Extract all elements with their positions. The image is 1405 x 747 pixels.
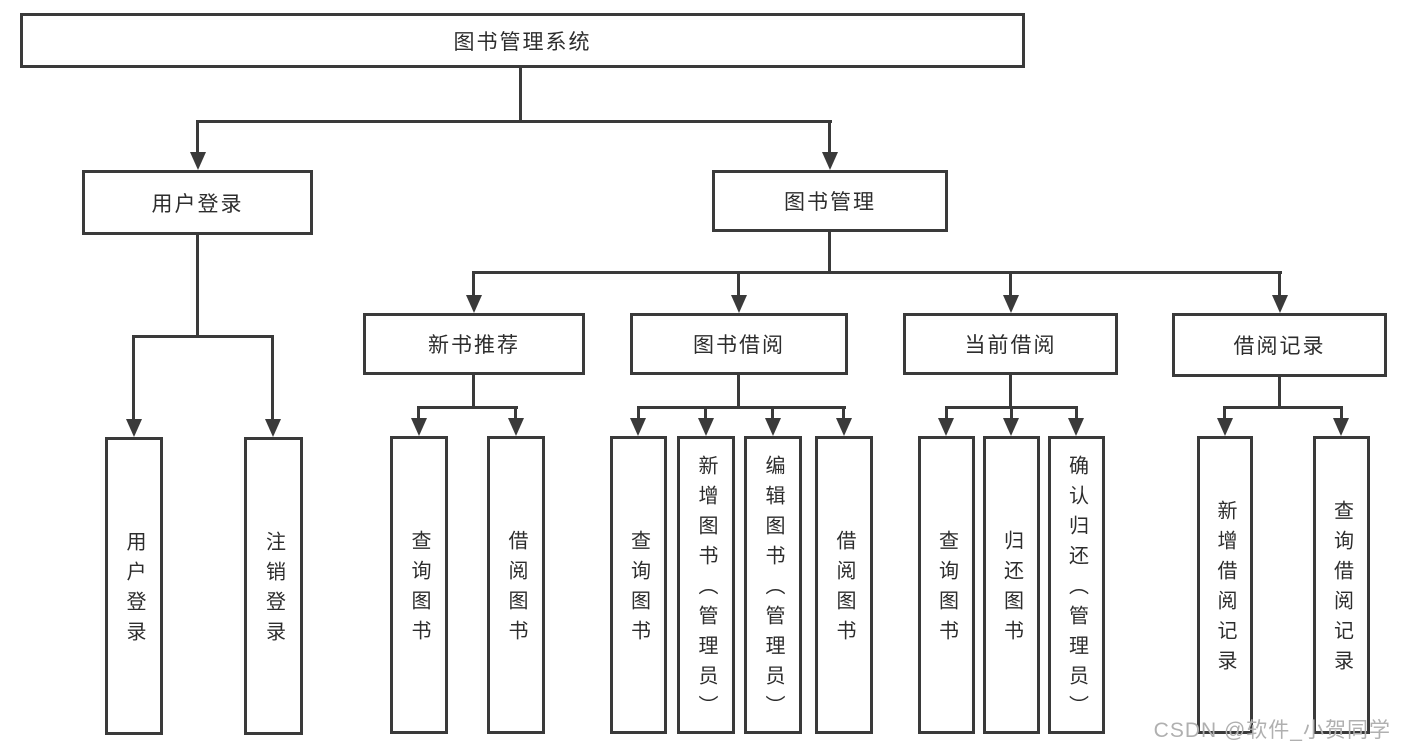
leaf-query-books-current: 查询图书 [918, 436, 975, 734]
leaf-confirm-return-admin-label: 确认归还（管理员） [1065, 455, 1088, 725]
leaf-query-books-recommend-label: 查询图书 [408, 530, 430, 650]
connector-borrow-stem [737, 375, 740, 408]
connector-current-drop-3 [1075, 406, 1078, 420]
leaf-borrow-books-recommend-label: 借阅图书 [505, 530, 527, 650]
leaf-add-borrow-record-label: 新增借阅记录 [1214, 500, 1236, 680]
leaf-borrow-books-recommend: 借阅图书 [487, 436, 545, 734]
arrowhead-icon [1003, 418, 1019, 436]
leaf-user-login-label: 用户登录 [123, 531, 145, 651]
connector-mgmt-drop-2 [737, 271, 740, 297]
leaf-query-borrow-record: 查询借阅记录 [1313, 436, 1370, 734]
leaf-query-books-current-label: 查询图书 [935, 530, 958, 650]
connector-borrow-drop-1 [637, 406, 640, 420]
node-current-borrowing: 当前借阅 [903, 313, 1118, 375]
arrowhead-icon [411, 418, 427, 436]
arrowhead-icon [1003, 295, 1019, 313]
leaf-query-books-borrow-label: 查询图书 [627, 530, 650, 650]
leaf-borrow-books: 借阅图书 [815, 436, 873, 734]
connector-borrow-drop-4 [842, 406, 845, 420]
arrowhead-icon [265, 419, 281, 437]
arrowhead-icon [836, 418, 852, 436]
connector-mgmt-stem [828, 232, 831, 273]
connector-records-bar [1223, 406, 1343, 409]
csdn-watermark: CSDN @软件_小贺同学 [1153, 719, 1391, 742]
connector-current-drop-1 [945, 406, 948, 420]
connector-user-drop-1 [132, 335, 135, 421]
node-book-management-label: 图书管理 [784, 191, 876, 214]
node-root: 图书管理系统 [20, 13, 1025, 68]
leaf-borrow-books-label: 借阅图书 [833, 530, 855, 650]
connector-root-left-drop [196, 120, 199, 154]
leaf-logout: 注销登录 [244, 437, 303, 735]
connector-user-bar [132, 335, 274, 338]
leaf-logout-label: 注销登录 [262, 531, 285, 651]
connector-borrow-drop-3 [771, 406, 774, 420]
connector-recommend-stem [472, 375, 475, 408]
leaf-edit-books-admin-label: 编辑图书（管理员） [762, 455, 784, 725]
arrowhead-icon [1068, 418, 1084, 436]
arrowhead-icon [1333, 418, 1349, 436]
connector-records-drop-2 [1340, 406, 1343, 420]
node-user-login-label: 用户登录 [151, 192, 244, 216]
arrowhead-icon [822, 152, 838, 170]
arrowhead-icon [1272, 295, 1288, 313]
connector-recommend-drop-2 [514, 406, 517, 420]
connector-user-stem [196, 235, 199, 337]
node-user-login: 用户登录 [82, 170, 313, 235]
node-current-borrowing-label: 当前借阅 [964, 334, 1057, 357]
connector-root-bar [196, 120, 832, 123]
connector-root-stem [519, 66, 522, 122]
arrowhead-icon [466, 295, 482, 313]
connector-records-stem [1278, 377, 1281, 408]
node-new-book-recommend: 新书推荐 [363, 313, 585, 375]
connector-recommend-bar [417, 406, 518, 409]
node-new-book-recommend-label: 新书推荐 [428, 334, 520, 357]
arrowhead-icon [731, 295, 747, 313]
connector-mgmt-drop-4 [1278, 271, 1281, 297]
connector-records-drop-1 [1223, 406, 1226, 420]
arrowhead-icon [765, 418, 781, 436]
arrowhead-icon [1217, 418, 1233, 436]
connector-mgmt-drop-3 [1009, 271, 1012, 297]
leaf-query-books-recommend: 查询图书 [390, 436, 448, 734]
connector-root-right-drop [828, 120, 831, 154]
arrowhead-icon [938, 418, 954, 436]
connector-user-drop-2 [271, 335, 274, 421]
leaf-query-borrow-record-label: 查询借阅记录 [1330, 500, 1353, 680]
leaf-add-books-admin: 新增图书（管理员） [677, 436, 735, 734]
arrowhead-icon [190, 152, 206, 170]
node-book-management: 图书管理 [712, 170, 948, 232]
connector-current-drop-2 [1010, 406, 1013, 420]
connector-current-stem [1009, 375, 1012, 408]
node-borrowing-records-label: 借阅记录 [1233, 335, 1326, 358]
leaf-return-books: 归还图书 [983, 436, 1040, 734]
arrowhead-icon [698, 418, 714, 436]
connector-recommend-drop-1 [417, 406, 420, 420]
leaf-return-books-label: 归还图书 [1000, 530, 1023, 650]
node-book-borrowing: 图书借阅 [630, 313, 848, 375]
leaf-query-books-borrow: 查询图书 [610, 436, 667, 734]
connector-mgmt-drop-1 [472, 271, 475, 297]
node-borrowing-records: 借阅记录 [1172, 313, 1387, 377]
node-book-borrowing-label: 图书借阅 [693, 334, 785, 357]
leaf-add-books-admin-label: 新增图书（管理员） [695, 455, 717, 725]
connector-borrow-drop-2 [704, 406, 707, 420]
connector-borrow-bar [637, 406, 846, 409]
leaf-edit-books-admin: 编辑图书（管理员） [744, 436, 802, 734]
node-root-label: 图书管理系统 [453, 30, 592, 54]
arrowhead-icon [126, 419, 142, 437]
leaf-add-borrow-record: 新增借阅记录 [1197, 436, 1253, 734]
arrowhead-icon [630, 418, 646, 436]
connector-mgmt-bar [472, 271, 1282, 274]
leaf-confirm-return-admin: 确认归还（管理员） [1048, 436, 1105, 734]
arrowhead-icon [508, 418, 524, 436]
leaf-user-login: 用户登录 [105, 437, 163, 735]
